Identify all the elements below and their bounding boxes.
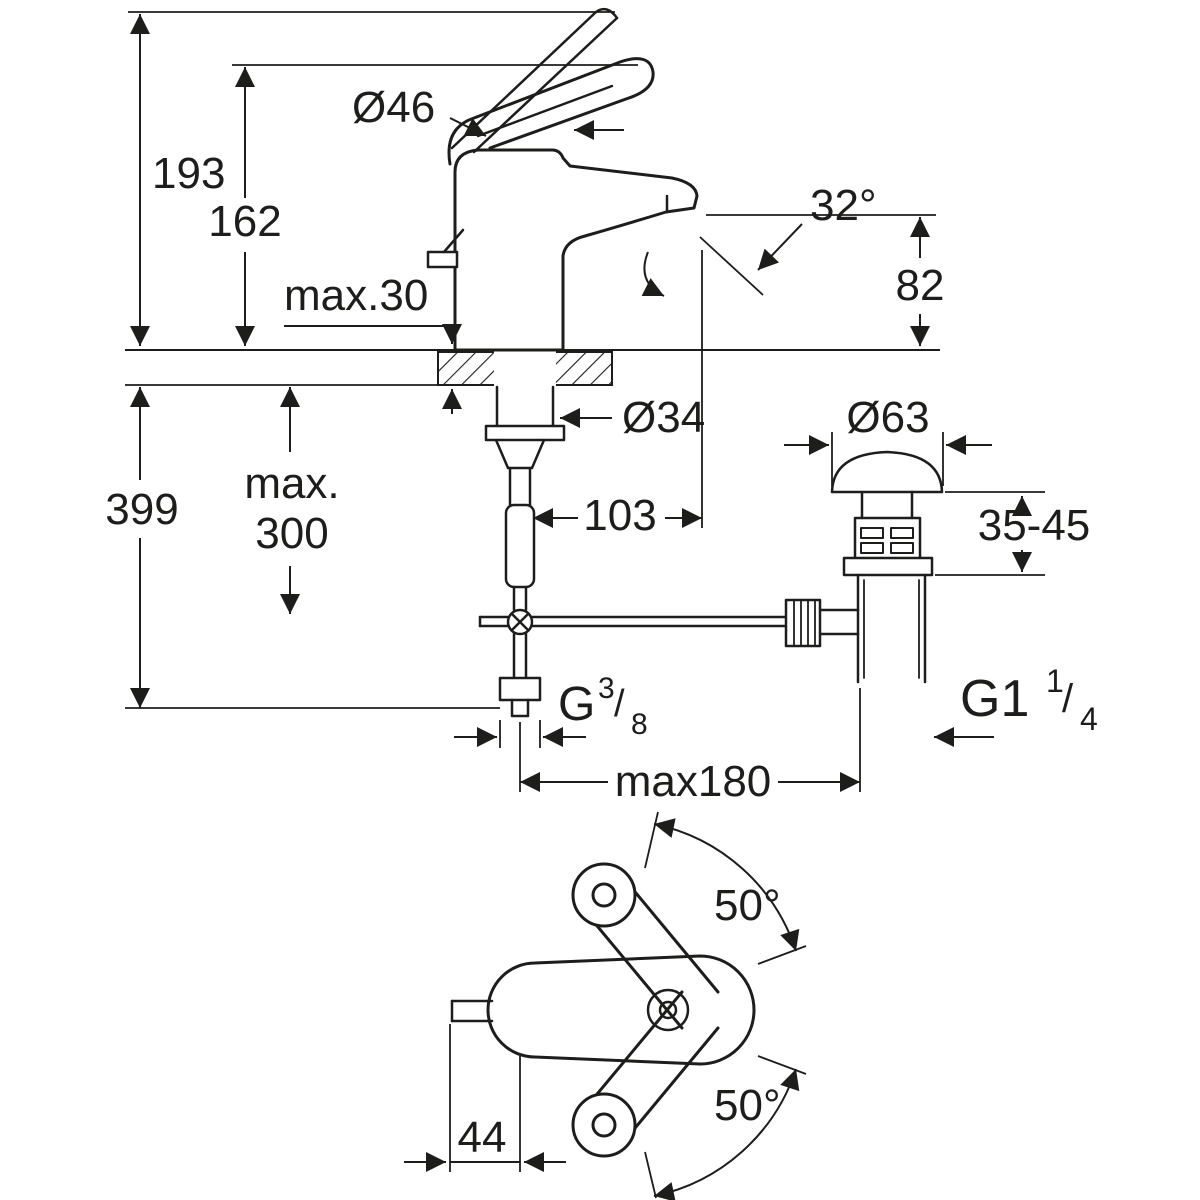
pop-up-pull-rod-knob — [426, 228, 465, 269]
label-plug-diameter: Ø63 — [846, 393, 929, 442]
label-lever-diameter: Ø46 — [352, 83, 435, 132]
waste-flange — [842, 556, 934, 577]
label-shank-diameter: Ø34 — [622, 393, 705, 442]
label-overall-depth: 399 — [105, 485, 178, 534]
faucet-top-view — [450, 862, 756, 1158]
dimension-labels: 193 162 Ø46 max.30 32° 82 399 max. 300 1… — [105, 83, 1098, 1162]
svg-text:G: G — [558, 678, 595, 731]
flexible-hose — [504, 503, 536, 589]
tap-hole — [494, 351, 556, 386]
inlet-nipple — [510, 698, 530, 718]
mounting-nut — [484, 424, 566, 442]
under-counter-assembly — [478, 385, 820, 718]
lever-handle — [447, 57, 655, 166]
top-view-body — [486, 954, 756, 1066]
swivel-arc-up — [653, 818, 800, 952]
svg-text:4: 4 — [1080, 701, 1098, 737]
svg-text:G1: G1 — [960, 670, 1029, 728]
label-inlet-offset: 44 — [458, 1113, 507, 1162]
lever-end-up — [571, 862, 637, 928]
swivel-arc-down — [653, 1068, 800, 1200]
label-hose-max-value: 300 — [255, 509, 328, 558]
label-outlet-thread: G1 1 / 4 — [960, 663, 1098, 737]
knob-knurling — [793, 599, 816, 647]
label-swivel-down: 50° — [714, 1081, 781, 1130]
waste-plug-dome — [830, 450, 944, 494]
label-spout-angle: 32° — [810, 181, 877, 230]
lever-end-down — [571, 1092, 637, 1158]
lever-hole-down — [591, 1112, 617, 1138]
label-clamp-range: 35-45 — [978, 501, 1091, 550]
extension-lines — [125, 11, 1045, 1172]
svg-text:8: 8 — [631, 708, 648, 741]
label-swivel-up: 50° — [714, 881, 781, 930]
waste-assembly — [784, 450, 944, 684]
inlet-connector-nut — [498, 676, 542, 702]
label-height-to-spout: 162 — [208, 197, 281, 246]
svg-text:1: 1 — [1046, 663, 1064, 699]
faucet-side-view — [426, 7, 699, 352]
svg-text:3: 3 — [598, 672, 615, 705]
inlet-stub — [450, 999, 494, 1023]
svg-text:/: / — [614, 683, 625, 725]
label-overall-height: 193 — [152, 149, 225, 198]
cartridge-center — [658, 1000, 678, 1020]
label-max-distance: max180 — [615, 757, 772, 806]
svg-text:/: / — [1062, 677, 1074, 721]
label-outlet-height: 82 — [896, 261, 945, 310]
mounting-cone — [494, 438, 546, 470]
label-spout-reach: 103 — [583, 491, 656, 540]
waste-slots — [860, 527, 914, 554]
lever-hole-up — [591, 882, 617, 908]
cartridge-circle — [646, 988, 690, 1032]
label-inlet-thread: G 3 / 8 — [558, 672, 648, 741]
label-max-deck-thickness: max.30 — [284, 271, 428, 320]
dimension-arrows — [130, 13, 1032, 1200]
waste-upper-body — [853, 516, 922, 560]
faucet-body-and-spout — [453, 148, 699, 352]
mounting-surface — [125, 349, 940, 386]
label-hose-max: max. — [244, 459, 339, 508]
